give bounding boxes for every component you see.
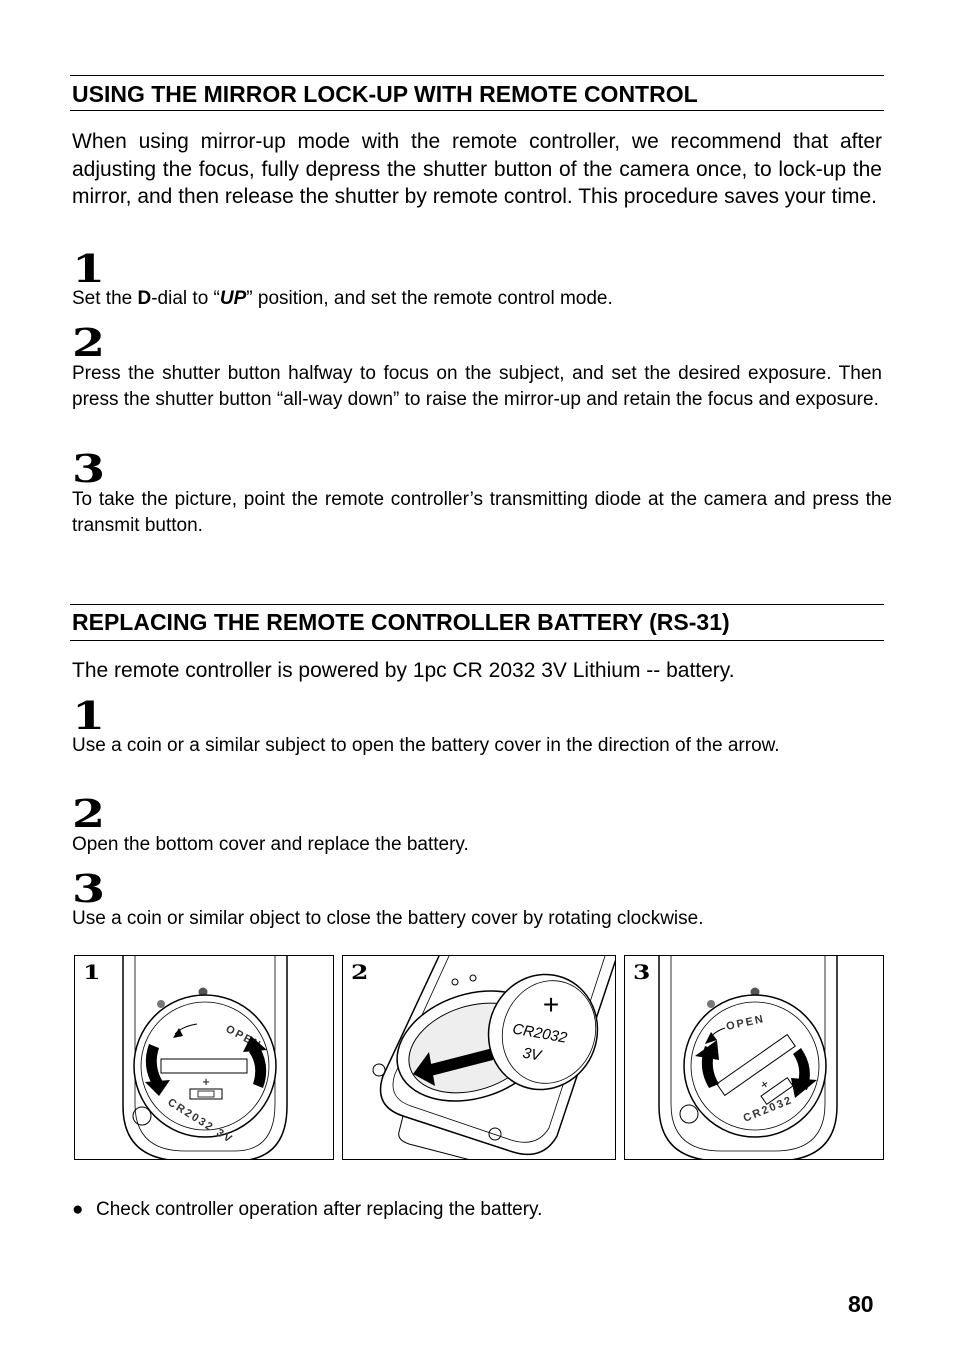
section2-intro: The remote controller is powered by 1pc … <box>72 659 735 682</box>
section2-title: REPLACING THE REMOTE CONTROLLER BATTERY … <box>72 609 730 635</box>
section1-top-rule <box>70 75 884 76</box>
section2-step1-text: Use a coin or a similar subject to open … <box>72 735 780 756</box>
remote-back-close-illustration: + OPEN CR2032 <box>658 956 838 1159</box>
section1-step1-number: 1 <box>72 246 106 291</box>
section1-step2-text: Press the shutter button halfway to focu… <box>72 363 882 410</box>
section2-step1-number: 1 <box>72 693 106 738</box>
svg-text:3V: 3V <box>521 1045 544 1065</box>
section1-step1-text: Set the D-dial to “UP” position, and set… <box>72 288 613 309</box>
section2-step2-text: Open the bottom cover and replace the ba… <box>72 834 469 855</box>
section1-bottom-rule <box>70 110 884 111</box>
page-number: 80 <box>848 1291 874 1317</box>
section1-title: USING THE MIRROR LOCK-UP WITH REMOTE CON… <box>72 81 698 107</box>
figure-1-number: 1 <box>83 960 101 984</box>
svg-text:+: + <box>202 1074 210 1089</box>
note: ● Check controller operation after replac… <box>72 1197 542 1222</box>
section1-step2-number: 2 <box>72 320 106 365</box>
section2-top-rule <box>70 604 884 605</box>
figure-2-number: 2 <box>351 960 369 984</box>
figure-panel-1: 1 + OPEN CR2032 3V <box>74 955 334 1160</box>
section2-step2-number: 2 <box>72 791 106 836</box>
section2-step3-text: Use a coin or similar object to close th… <box>72 908 704 929</box>
remote-back-open-illustration: + OPEN CR2032 3V <box>122 956 288 1159</box>
section1-intro: When using mirror-up mode with the remot… <box>72 130 882 208</box>
section1-step3-text: To take the picture, point the remote co… <box>72 489 892 536</box>
section1-step3-number: 3 <box>72 446 106 491</box>
figure-panel-2: 2 + CR2032 3V <box>342 955 616 1160</box>
figure-3-number: 3 <box>633 960 651 984</box>
svg-text:+: + <box>543 989 559 1020</box>
section2-bottom-rule <box>70 640 884 641</box>
note-text: Check controller operation after replaci… <box>96 1199 543 1220</box>
bullet-icon: ● <box>72 1199 84 1220</box>
battery-replacement-illustration: + CR2032 3V <box>372 956 615 1159</box>
section2-step3-number: 3 <box>72 866 106 911</box>
figure-panel-3: 3 + OPEN CR2032 <box>624 955 884 1160</box>
